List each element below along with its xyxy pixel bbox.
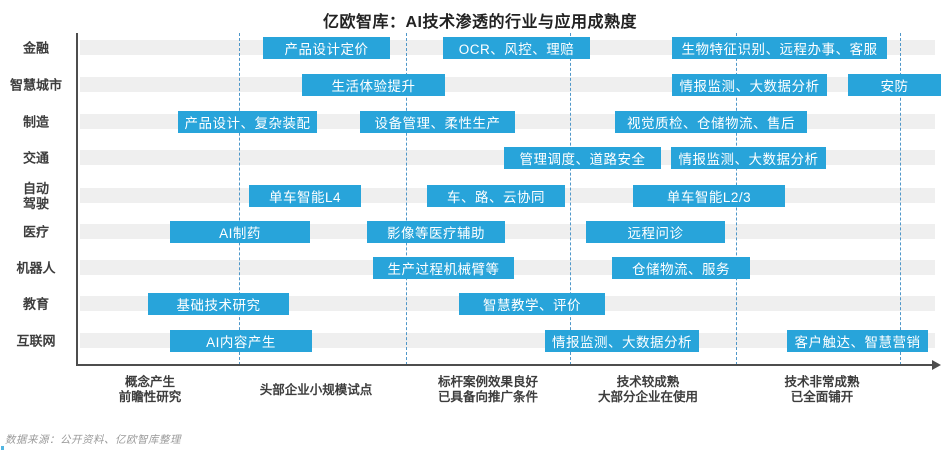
- app-box: 智慧教学、评价: [459, 293, 605, 315]
- chart-title: 亿欧智库：AI技术渗透的行业与应用成熟度: [322, 14, 637, 31]
- app-box: 设备管理、柔性生产: [360, 111, 515, 133]
- logo-fragment: [1, 446, 4, 450]
- stage-label-line: 概念产生: [124, 375, 175, 389]
- row-label: 交通: [22, 150, 49, 166]
- row-label: 互联网: [16, 333, 56, 349]
- app-box: 影像等医疗辅助: [367, 221, 505, 243]
- app-box: 仓储物流、服务: [612, 257, 750, 279]
- app-box: 车、路、云协同: [427, 185, 565, 207]
- app-box: 单车智能L4: [249, 185, 361, 207]
- app-box: 生产过程机械臂等: [373, 257, 514, 279]
- stage-divider-line: [900, 33, 901, 365]
- stage-label-line: 技术较成熟: [616, 375, 680, 389]
- stage-label-line: 标杆案例效果良好: [437, 375, 538, 389]
- stage-label: 头部企业小规模试点: [206, 372, 426, 408]
- app-box: 生物特征识别、远程办事、客服: [672, 37, 887, 59]
- x-axis-arrow-icon: [932, 360, 941, 370]
- app-box: 生活体验提升: [302, 74, 445, 96]
- x-axis-line: [76, 364, 932, 366]
- y-axis-line: [76, 33, 78, 366]
- app-box: 安防: [848, 74, 941, 96]
- row-label: 金融: [22, 40, 49, 56]
- app-box: AI内容产生: [170, 330, 312, 352]
- stage-divider-line: [406, 33, 407, 365]
- stage-label-line: 已具备向推广条件: [437, 390, 538, 404]
- app-box: 基础技术研究: [148, 293, 289, 315]
- app-box: 视觉质检、仓储物流、售后: [615, 111, 807, 133]
- app-box: 情报监测、大数据分析: [671, 147, 826, 169]
- app-box: 远程问诊: [586, 221, 725, 243]
- app-box: 单车智能L2/3: [633, 185, 785, 207]
- row-label: 制造: [22, 114, 49, 130]
- stage-divider-line: [570, 33, 571, 365]
- stage-label-line: 前瞻性研究: [118, 390, 182, 404]
- row-label: 智慧城市: [9, 77, 62, 93]
- stage-label: 概念产生前瞻性研究: [40, 372, 260, 408]
- stage-label-line: 大部分企业在使用: [597, 390, 698, 404]
- app-box: 情报监测、大数据分析: [545, 330, 699, 352]
- stage-label: 标杆案例效果良好已具备向推广条件: [378, 372, 598, 408]
- row-label: 机器人: [16, 260, 56, 276]
- source-note: 数据来源：公开资料、亿欧智库整理: [5, 434, 181, 446]
- row-label: 医疗: [22, 224, 49, 240]
- app-box: AI制药: [170, 221, 310, 243]
- stage-label-line: 头部企业小规模试点: [259, 382, 373, 397]
- app-box: 产品设计、复杂装配: [178, 111, 317, 133]
- row-label: 教育: [22, 296, 49, 312]
- row-label: 自动 驾驶: [22, 181, 49, 211]
- app-box: 客户触达、智慧营销: [787, 330, 928, 352]
- stage-label-line: 已全面铺开: [790, 390, 854, 404]
- app-box: 情报监测、大数据分析: [672, 74, 827, 96]
- stage-label: 技术较成熟大部分企业在使用: [538, 372, 758, 408]
- stage-divider-line: [239, 33, 240, 365]
- app-box: 产品设计定价: [263, 37, 390, 59]
- app-box: OCR、风控、理赔: [443, 37, 590, 59]
- app-box: 管理调度、道路安全: [504, 147, 661, 169]
- stage-label: 技术非常成熟已全面铺开: [712, 372, 932, 408]
- stage-label-line: 技术非常成熟: [784, 375, 860, 389]
